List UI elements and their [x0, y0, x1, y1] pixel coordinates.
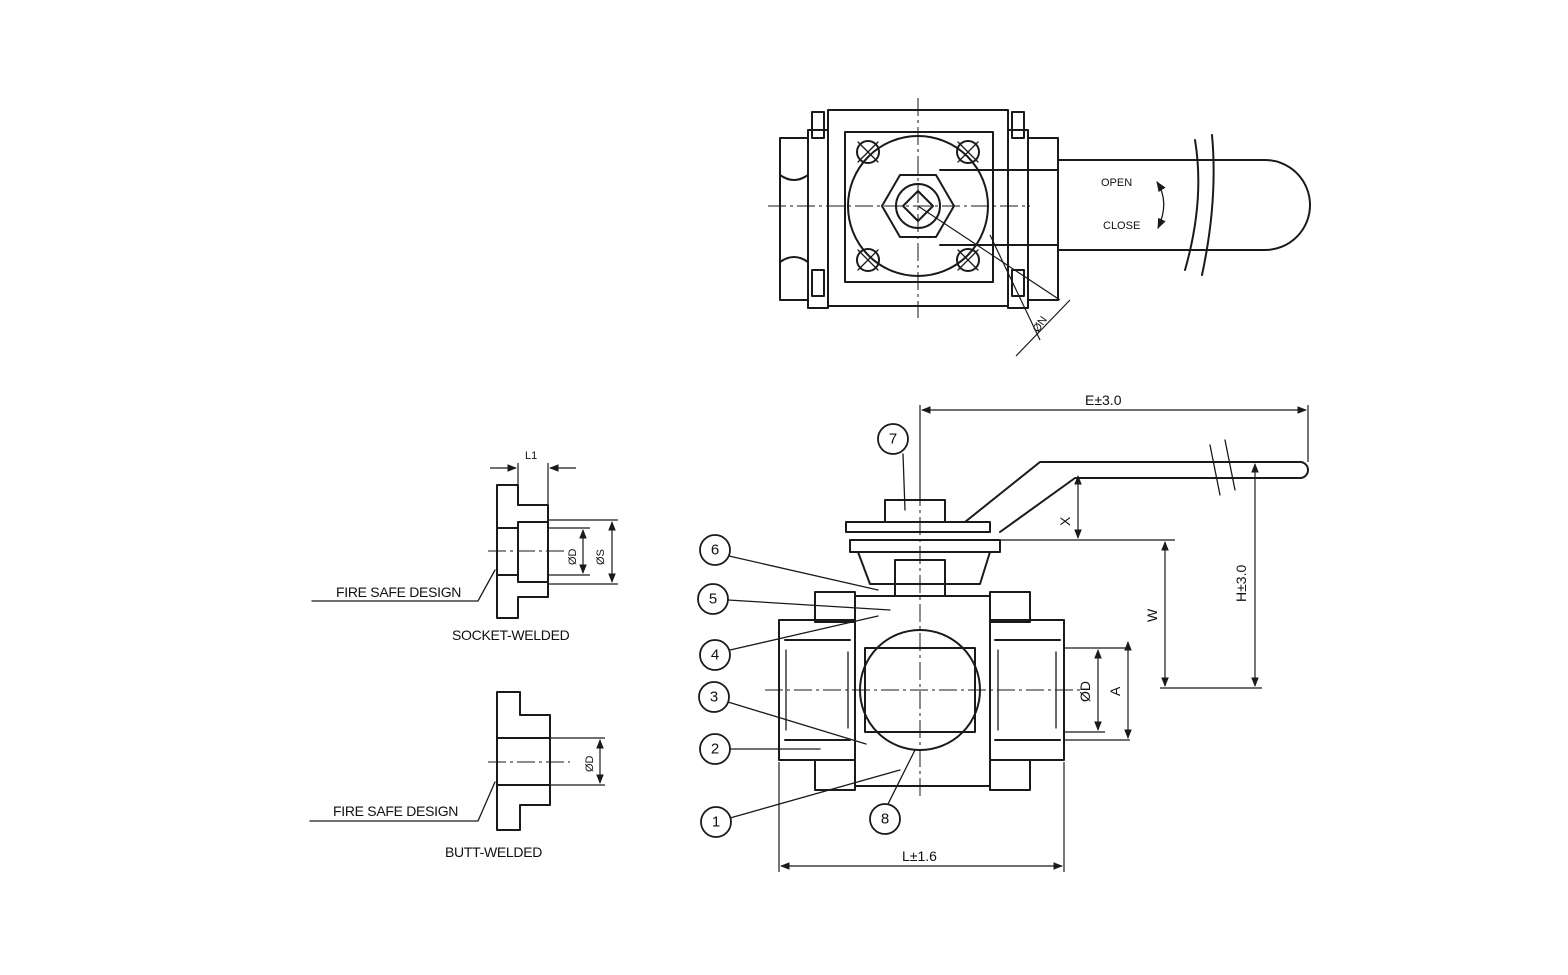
balloon-6: 6	[699, 534, 879, 591]
balloon-3: 3	[698, 681, 867, 745]
svg-text:2: 2	[711, 741, 719, 758]
balloon-4: 4	[699, 615, 879, 671]
balloon-5: 5	[697, 583, 891, 615]
svg-text:8: 8	[881, 811, 889, 828]
balloon-1: 1	[700, 769, 901, 838]
dim-s: ØS	[595, 549, 607, 565]
butt-welded-caption: BUTT-WELDED	[445, 844, 542, 860]
dim-d-butt: ØD	[584, 755, 596, 772]
dim-a: A	[1107, 686, 1123, 696]
rotation-arrow-icon	[1156, 181, 1166, 229]
dim-x: X	[1057, 516, 1073, 526]
dim-l: L±1.6	[902, 848, 937, 864]
balloon-2: 2	[699, 733, 821, 765]
dim-w: W	[1144, 608, 1160, 622]
fire-safe-label-socket: FIRE SAFE DESIGN	[336, 584, 461, 600]
close-label: CLOSE	[1103, 220, 1140, 232]
top-view: OPEN CLOSE ØN	[768, 98, 1311, 357]
dim-l1: L1	[525, 450, 537, 462]
svg-text:3: 3	[710, 689, 718, 706]
dim-n: ØN	[1031, 314, 1050, 334]
svg-text:5: 5	[709, 591, 717, 608]
balloon-8: 8	[869, 749, 916, 835]
socket-welded-caption: SOCKET-WELDED	[452, 627, 570, 643]
butt-welded-detail: ØD FIRE SAFE DESIGN BUTT-WELDED	[309, 691, 605, 860]
balloon-7: 7	[877, 423, 909, 511]
svg-text:7: 7	[889, 431, 897, 448]
front-view: E±3.0 H±3.0 X W ØD A L±1.6 7	[697, 392, 1309, 872]
dim-d-socket: ØD	[567, 548, 579, 565]
open-label: OPEN	[1101, 177, 1132, 189]
svg-text:4: 4	[711, 647, 719, 664]
svg-text:1: 1	[712, 814, 720, 831]
socket-welded-detail: L1 ØD ØS FIRE SAFE DESIGN SOCKET-WELDED	[311, 450, 618, 643]
bolt-symbols	[856, 140, 980, 272]
dim-d-front: ØD	[1077, 681, 1093, 702]
fire-safe-label-butt: FIRE SAFE DESIGN	[333, 803, 458, 819]
svg-text:6: 6	[711, 542, 719, 559]
dim-e: E±3.0	[1085, 392, 1122, 408]
dim-h: H±3.0	[1233, 565, 1249, 602]
